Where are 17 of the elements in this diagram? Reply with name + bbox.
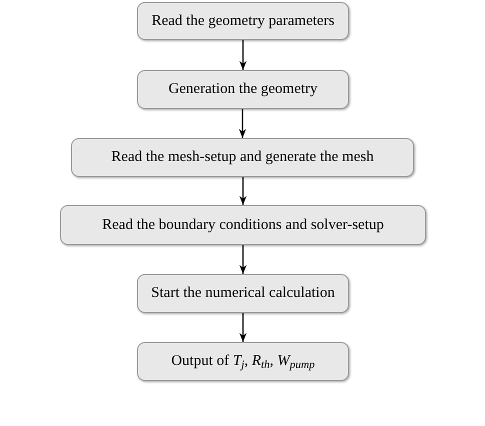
process-box [137,274,349,313]
process-box [137,342,349,381]
arrow [238,109,246,138]
step-text: Generation the geometry [168,80,318,100]
step-text: Start the numerical calculation [151,284,335,304]
step-text: Read the boundary conditions and solver-setup [102,216,384,235]
arrow [239,177,247,205]
arrow [239,40,247,70]
step-text: Output of T$_{j}$, R$_{th}$, W$_{pump}$ [171,352,315,373]
arrow [239,313,247,342]
process-box [137,70,349,109]
process-box [137,2,349,40]
step-text: Read the mesh-setup and generate the mesh [111,148,374,168]
step-text: Read the geometry parameters [152,12,334,31]
process-box [71,138,414,177]
process-box [60,205,426,245]
arrow [239,245,247,274]
